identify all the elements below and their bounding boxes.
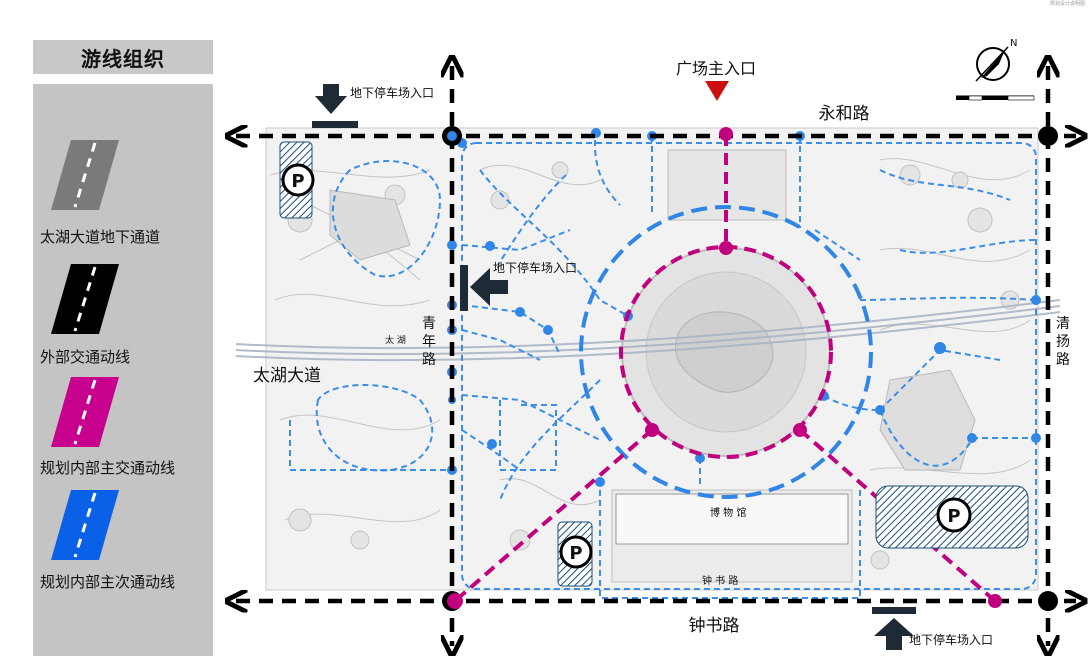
external-roads (236, 66, 1076, 646)
svg-text:扬: 扬 (1056, 334, 1070, 350)
legend-label-secondary-route: 规划内部主次通动线 (40, 573, 176, 591)
svg-text:青: 青 (422, 316, 436, 332)
parking-entrance-arrow-south (872, 607, 916, 650)
legend-label-main-route: 规划内部主交通动线 (40, 459, 176, 477)
svg-text:年: 年 (422, 334, 436, 350)
compass-icon: N (975, 38, 1017, 82)
inner-street-label: 钟 书 路 (702, 574, 738, 587)
road-label-east-vertical: 清 扬 路 (1056, 316, 1070, 368)
parking-entrance-arrow-west (460, 265, 508, 311)
road-label-north: 永和路 (819, 104, 870, 124)
road-magenta-icon (51, 377, 119, 447)
road-blue-icon (51, 490, 119, 560)
parking-symbol: P (947, 506, 960, 527)
road-label-west-avenue: 太湖大道 (253, 366, 321, 386)
svg-text:N: N (1010, 38, 1017, 49)
scale-bar-icon (956, 95, 1035, 101)
svg-text:路: 路 (1056, 352, 1070, 368)
main-entrance-marker-icon (705, 81, 729, 101)
road-gray-icon (51, 140, 119, 210)
parking-area-northwest: P (279, 141, 315, 219)
corner-note: 规划设计说明图 (1049, 1, 1085, 7)
parking-entrance-label-west: 地下停车场入口 (493, 260, 577, 275)
road-black-icon (51, 264, 119, 334)
legend-panel: 太湖大道地下通道 外部交通动线 规划内部主交通动线 规划内部主次通动线 (33, 84, 213, 656)
road-label-west-vertical: 青 年 路 (422, 316, 436, 368)
svg-text:清: 清 (1056, 316, 1070, 332)
legend-label-external: 外部交通动线 (40, 348, 131, 366)
museum-label: 博 物 馆 (710, 506, 746, 519)
road-label-south: 钟书路 (689, 616, 740, 636)
parking-entrance-label-north: 地下停车场入口 (350, 85, 434, 100)
avenue-inner-text: 太 湖 (385, 334, 406, 346)
main-entrance-label: 广场主入口 (676, 59, 756, 78)
parking-area-south: P (557, 521, 593, 587)
legend-label-underpass: 太湖大道地下通道 (40, 228, 161, 246)
parking-symbol: P (569, 543, 582, 564)
parking-entrance-arrow-north (312, 84, 358, 128)
route-nodes-magenta (447, 127, 1002, 609)
svg-text:路: 路 (422, 352, 436, 368)
legend-title: 游线组织 (33, 40, 213, 74)
parking-area-southeast: P (875, 485, 1029, 549)
parking-entrance-label-south: 地下停车场入口 (909, 632, 993, 647)
parking-symbol: P (291, 171, 304, 192)
outer-ring-route (579, 205, 873, 499)
